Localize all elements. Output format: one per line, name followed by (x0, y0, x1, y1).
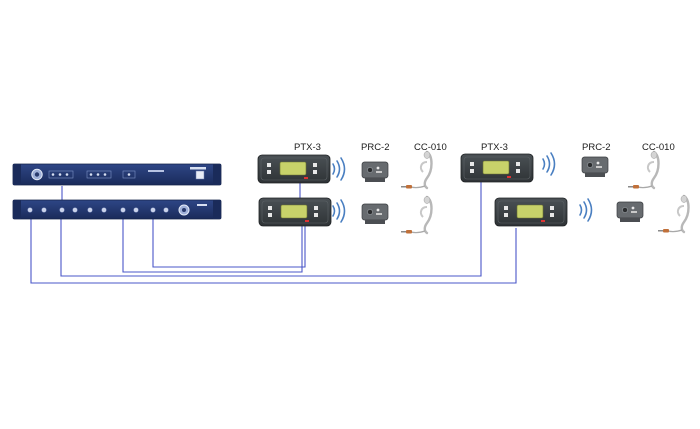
cc-label-left: CC-010 (414, 142, 447, 153)
beltpack-receiver-icon (581, 156, 609, 178)
prc-label-left: PRC-2 (361, 142, 390, 153)
cable-main-to-tx-a (60, 182, 482, 277)
transmitter-icon (494, 197, 568, 227)
transmitter-icon (460, 153, 534, 183)
cable-main-to-ptx-lower (122, 214, 303, 273)
ptx-label-right: PTX-3 (481, 142, 508, 153)
cc-label-right: CC-010 (642, 142, 675, 153)
beltpack-receiver-icon (361, 203, 389, 225)
wireless-waves-icon (579, 198, 593, 222)
wireless-waves-icon (332, 199, 346, 223)
beltpack-receiver-icon (616, 201, 644, 223)
headset-icon (656, 194, 690, 234)
ptx-label-left: PTX-3 (294, 142, 321, 153)
rack-unit-front-icon (12, 163, 222, 186)
beltpack-receiver-icon (361, 161, 389, 183)
wireless-waves-icon (542, 152, 556, 176)
transmitter-icon (257, 154, 331, 184)
headset-icon (399, 195, 433, 235)
cable-main-to-tx-b (30, 214, 517, 284)
cable-lines (30, 182, 517, 284)
prc-label-right: PRC-2 (582, 142, 611, 153)
headset-icon (399, 150, 433, 190)
wireless-waves-icon (332, 157, 346, 181)
cable-main-to-ptx-lower-2 (152, 214, 306, 268)
rack-unit-rear-icon (12, 199, 222, 220)
headset-icon (626, 150, 660, 190)
transmitter-icon (258, 197, 332, 227)
